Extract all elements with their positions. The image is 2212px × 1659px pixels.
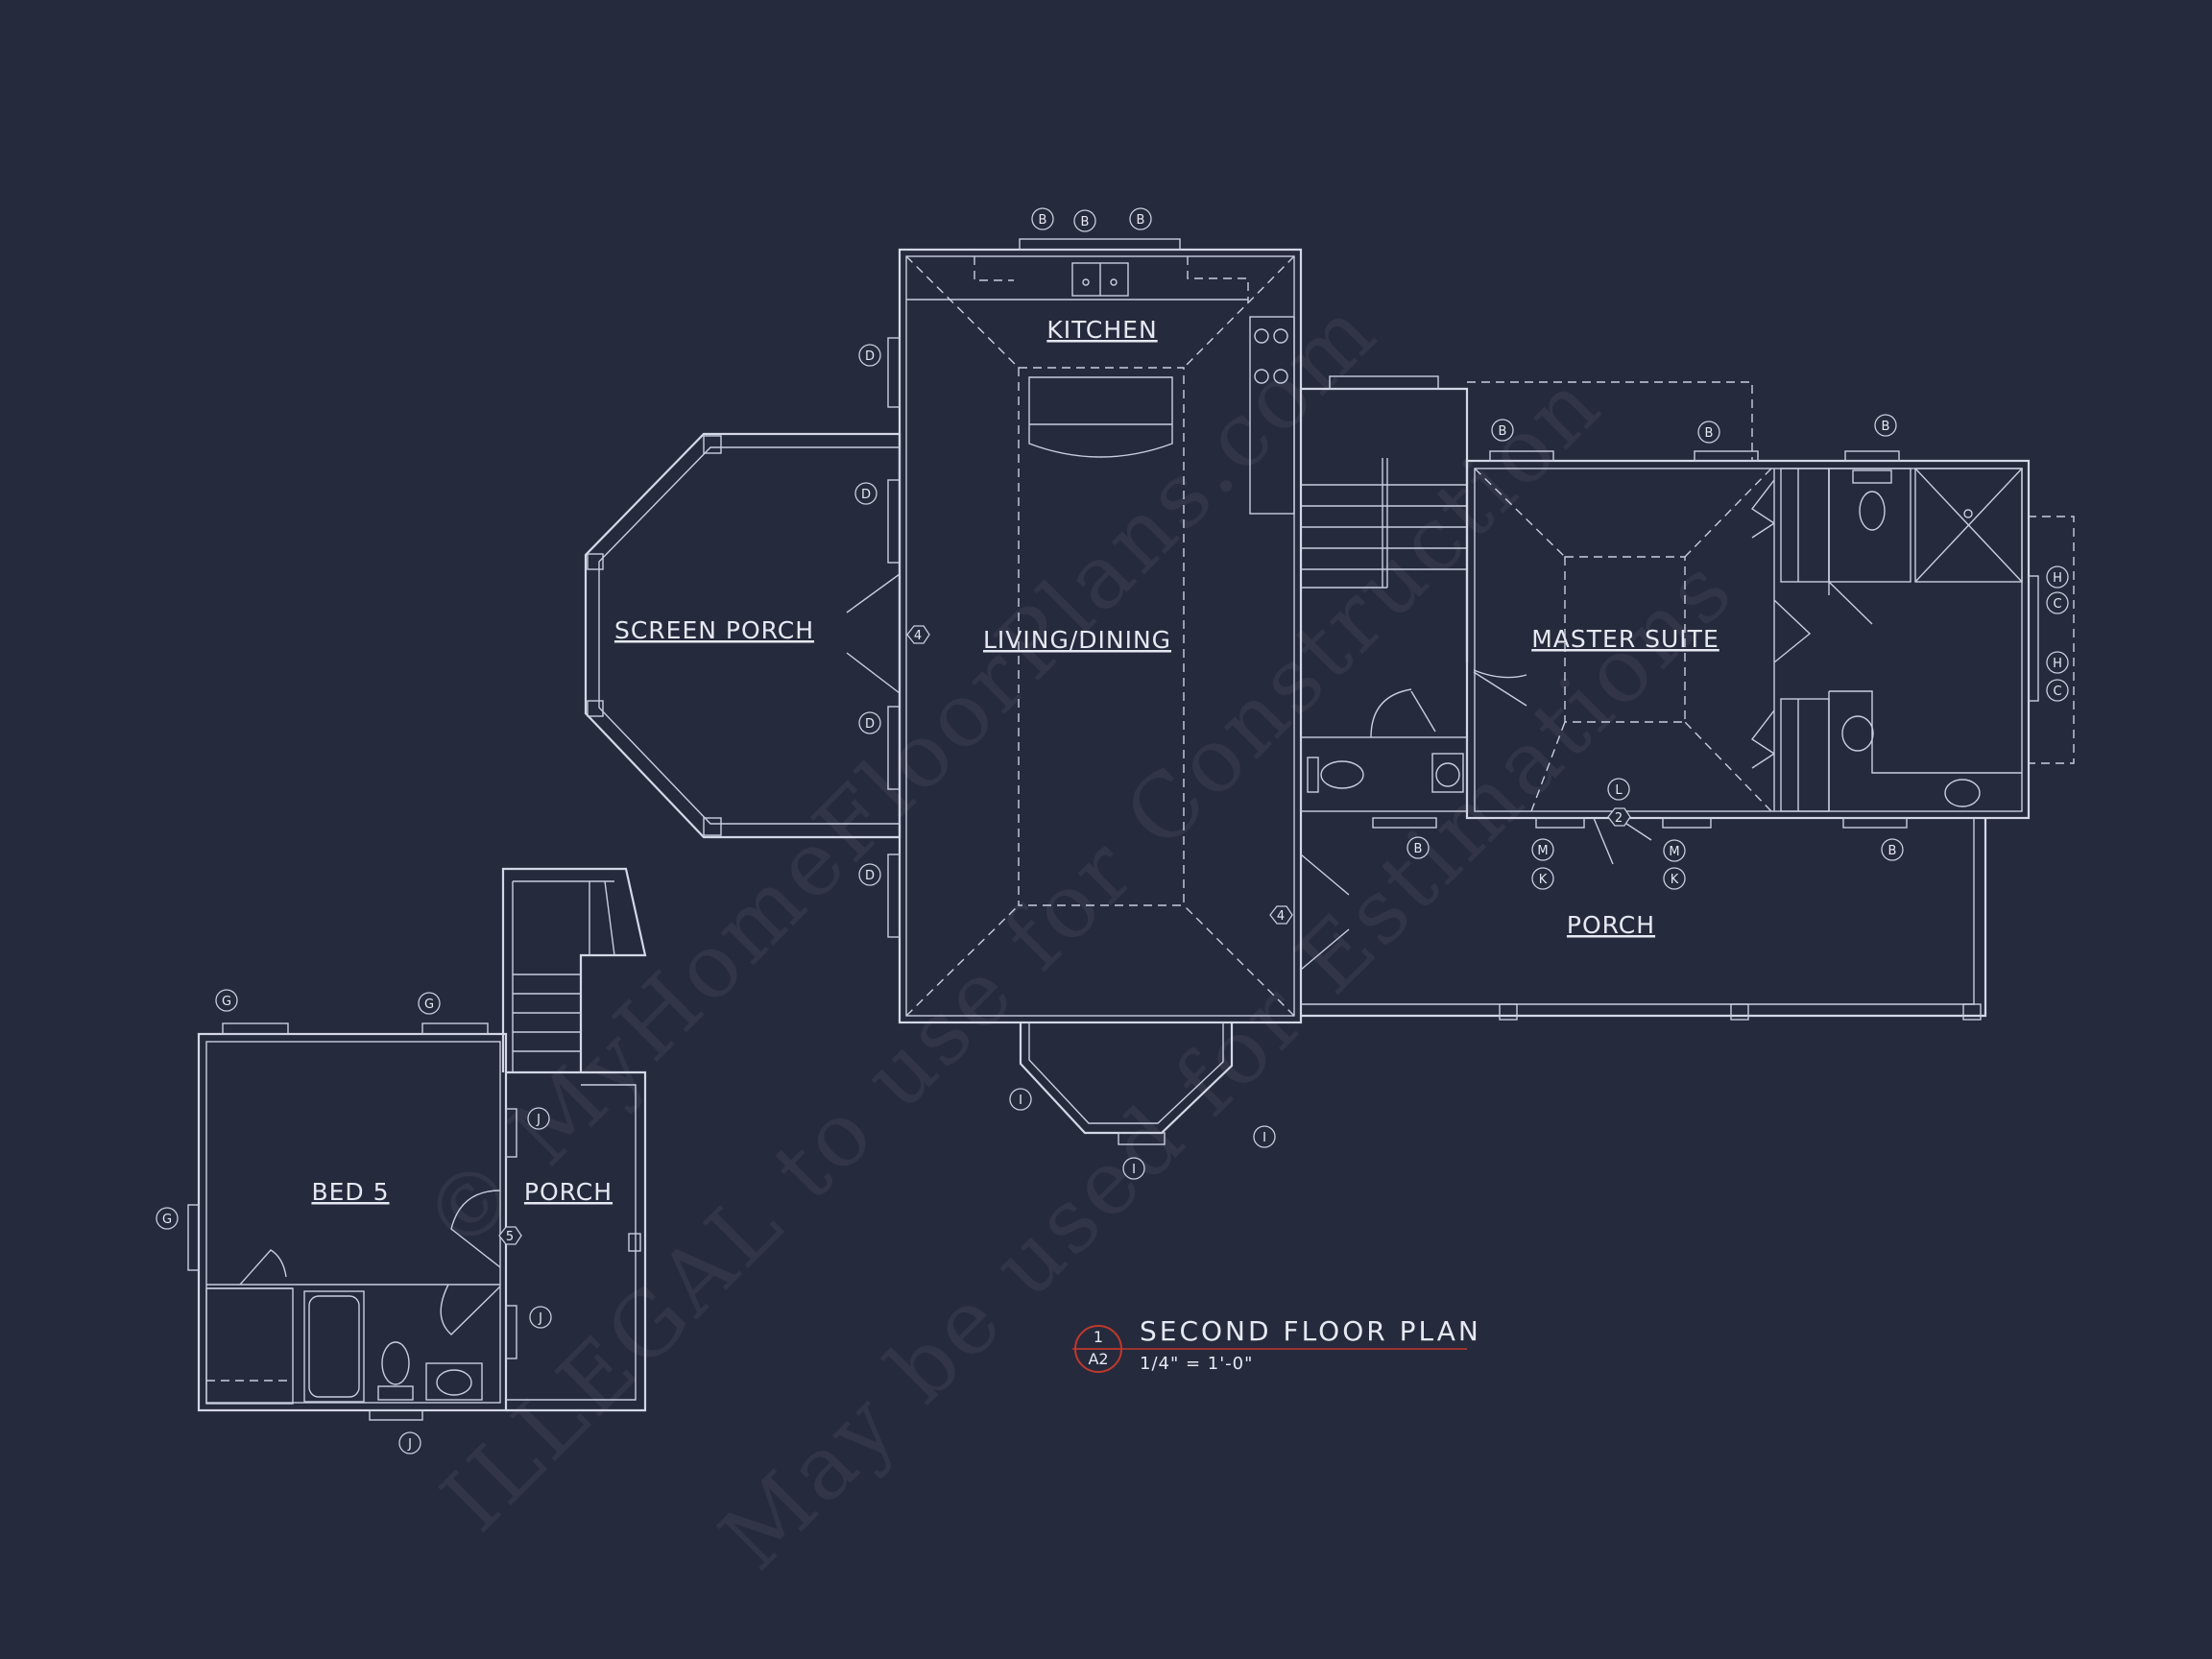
room-label-living-dining: LIVING/DINING bbox=[983, 626, 1171, 654]
tag-bed5-g-1: G bbox=[222, 995, 231, 1009]
watermark: © MyHomeFloorPlans.com ILLEGAL to use fo… bbox=[403, 279, 1753, 1590]
main-porch bbox=[1301, 818, 1987, 1021]
sheet-number: A2 bbox=[1088, 1350, 1108, 1368]
tag-living-d-2: D bbox=[861, 488, 871, 502]
room-label-kitchen: KITCHEN bbox=[1046, 316, 1157, 344]
room-label-master-suite: MASTER SUITE bbox=[1531, 625, 1719, 653]
tag-bed5-g-2: G bbox=[424, 998, 434, 1012]
detail-number: 1 bbox=[1094, 1328, 1103, 1346]
tag-bay-i-3: I bbox=[1262, 1131, 1266, 1145]
tag-master-s-m-2: M bbox=[1669, 845, 1679, 859]
tag-kitchen-b-3: B bbox=[1137, 213, 1145, 228]
title-block: 1 A2 SECOND FLOOR PLAN 1/4" = 1'-0" bbox=[1072, 1315, 1481, 1374]
plan-title: SECOND FLOOR PLAN bbox=[1140, 1315, 1481, 1347]
tag-kitchen-b-2: B bbox=[1081, 215, 1090, 229]
room-label-bed-5: BED 5 bbox=[311, 1178, 389, 1206]
room-label-screen-porch: SCREEN PORCH bbox=[614, 616, 814, 644]
master-wing bbox=[1300, 375, 2075, 865]
window-tags: B B B D D D D 4 4 B B B H C H C B M K L … bbox=[156, 207, 2069, 1455]
tag-door-5: 5 bbox=[506, 1230, 514, 1244]
room-label-porch-small: PORCH bbox=[524, 1178, 613, 1206]
tag-door-4-west: 4 bbox=[914, 629, 922, 643]
plan-scale: 1/4" = 1'-0" bbox=[1140, 1354, 1253, 1374]
tag-master-h-2: H bbox=[2053, 657, 2062, 671]
tag-master-s-k-1: K bbox=[1539, 873, 1548, 887]
screen-porch bbox=[584, 432, 902, 839]
tag-kitchen-b-1: B bbox=[1039, 213, 1047, 228]
tag-bed5-j-2: J bbox=[538, 1311, 542, 1326]
tag-living-d-4: D bbox=[865, 869, 875, 883]
tag-master-b-2: B bbox=[1705, 426, 1714, 441]
watermark-line-2: ILLEGAL to use for Construction bbox=[422, 352, 1622, 1551]
tag-bed5-g-3: G bbox=[162, 1213, 172, 1227]
tag-master-h-1: H bbox=[2053, 571, 2062, 586]
tag-door-2: 2 bbox=[1615, 811, 1623, 826]
room-label-porch-main: PORCH bbox=[1567, 911, 1655, 939]
tag-bay-i-2: I bbox=[1132, 1163, 1136, 1177]
tag-door-4-east: 4 bbox=[1277, 909, 1285, 924]
tag-master-b-1: B bbox=[1499, 424, 1507, 439]
tag-master-c-1: C bbox=[2053, 597, 2061, 612]
tag-living-d-3: D bbox=[865, 717, 875, 732]
tag-master-s-k-2: K bbox=[1671, 873, 1679, 887]
tag-living-d-1: D bbox=[865, 349, 875, 364]
living-inner-wall bbox=[905, 255, 1295, 1017]
tag-master-s-l: L bbox=[1615, 783, 1623, 798]
tag-bed5-j-1: J bbox=[536, 1113, 541, 1127]
tag-master-c-2: C bbox=[2053, 685, 2061, 699]
tag-master-s-m-1: M bbox=[1537, 844, 1548, 858]
tag-bed5-j-3: J bbox=[407, 1437, 412, 1452]
tag-bay-i-1: I bbox=[1019, 1094, 1022, 1108]
tag-master-b-3: B bbox=[1882, 420, 1890, 434]
tag-master-s-b-2: B bbox=[1888, 844, 1897, 858]
bed5-wing bbox=[187, 867, 647, 1421]
tag-master-s-b-1: B bbox=[1414, 842, 1423, 856]
